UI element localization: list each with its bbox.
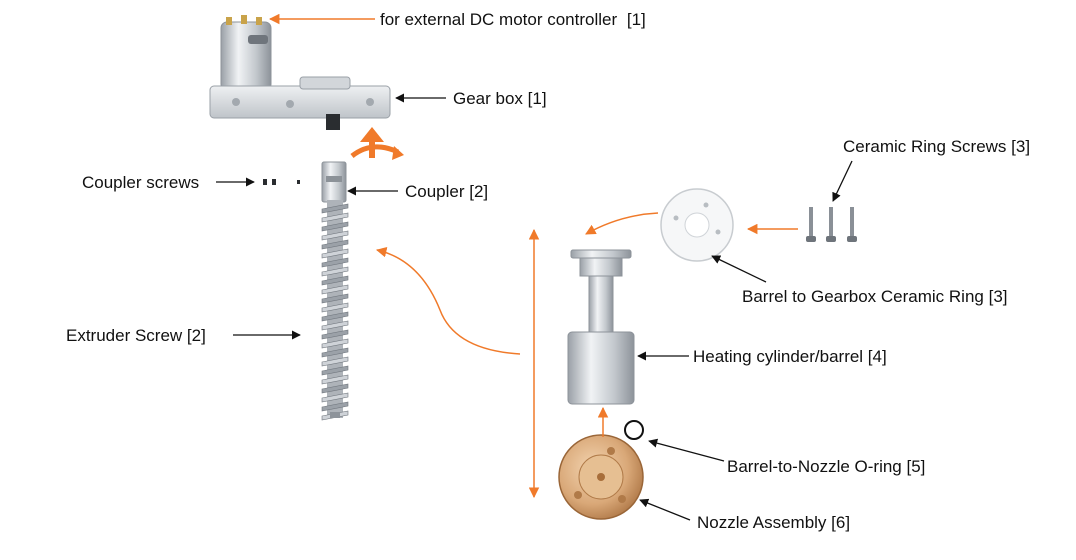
motor-note-ref: [1] xyxy=(627,10,646,29)
motor-note-label: for external DC motor controller [1] xyxy=(380,10,646,29)
screw-flight xyxy=(321,230,349,241)
nozzle-label: Nozzle Assembly [6] xyxy=(697,513,850,532)
motor-note-text: for external DC motor controller xyxy=(380,10,617,29)
screw-flight xyxy=(321,203,349,214)
screw-flight xyxy=(321,302,349,313)
screw-flight xyxy=(321,374,349,385)
dc-motor xyxy=(220,15,272,91)
screw-flight xyxy=(321,248,349,259)
screw-flight xyxy=(321,392,349,403)
screw-flight xyxy=(321,401,349,412)
nozzle-leader xyxy=(639,498,691,521)
coupler xyxy=(321,161,347,203)
screw-flight xyxy=(321,347,349,358)
screw-flight xyxy=(321,365,349,376)
screw-flight xyxy=(321,383,349,394)
screw-flight xyxy=(321,275,349,286)
screw-flight xyxy=(321,293,349,304)
heating-barrel-label: Heating cylinder/barrel [4] xyxy=(693,347,887,366)
extruder-screw xyxy=(321,200,349,421)
ceramic-ring-leader xyxy=(711,255,767,283)
screw-flight xyxy=(321,266,349,277)
heating-barrel xyxy=(567,249,635,405)
barrel-to-screw-arrow xyxy=(375,247,521,355)
coupler-label: Coupler [2] xyxy=(405,182,488,201)
screw-flight xyxy=(321,221,349,232)
screw-flight xyxy=(321,320,349,331)
leader-arrows xyxy=(216,93,853,521)
oring-leader xyxy=(648,438,725,462)
nozzle-assembly xyxy=(558,434,644,520)
ceramic-ring-screws-label: Ceramic Ring Screws [3] xyxy=(843,137,1030,156)
coupler-screws xyxy=(263,179,300,185)
screw-flight xyxy=(321,212,349,223)
screw-flight xyxy=(321,257,349,268)
screw-flight xyxy=(321,284,349,295)
gear-box xyxy=(209,76,391,130)
ceramic-ring xyxy=(660,188,734,262)
o-ring xyxy=(624,420,644,440)
extruder-screw-label: Extruder Screw [2] xyxy=(66,326,206,345)
rotation-arrow-icon xyxy=(350,127,404,160)
screw-flight xyxy=(321,356,349,367)
ceramic-ring-label: Barrel to Gearbox Ceramic Ring [3] xyxy=(742,287,1008,306)
screw-flight xyxy=(321,311,349,322)
screw-flight xyxy=(321,338,349,349)
screw-flight xyxy=(321,329,349,340)
screw-tip xyxy=(330,412,340,418)
gear-box-label: Gear box [1] xyxy=(453,89,547,108)
assembly-arrows xyxy=(268,13,798,499)
oring-label: Barrel-to-Nozzle O-ring [5] xyxy=(727,457,925,476)
screw-flight xyxy=(321,239,349,250)
ring-to-barrel-arrow xyxy=(585,212,659,235)
ceramic-ring-screws-leader xyxy=(832,160,853,202)
ceramic-ring-screws xyxy=(806,207,857,242)
coupler-screws-label: Coupler screws xyxy=(82,173,199,192)
